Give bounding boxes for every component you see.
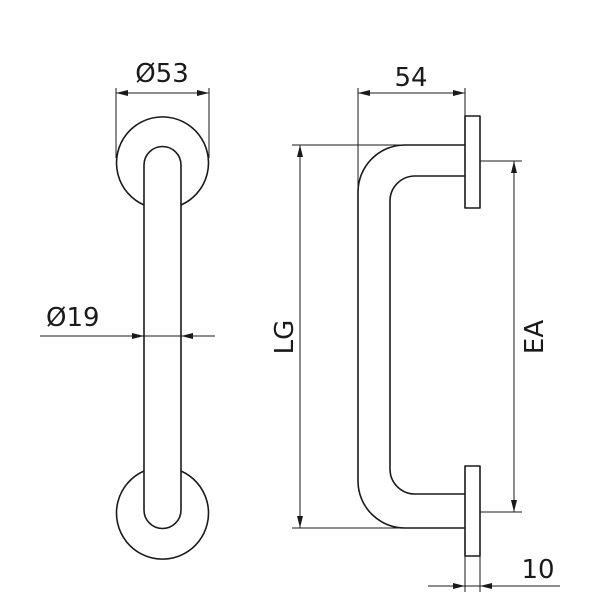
bar-outline (143, 145, 182, 530)
centre-distance-label: EA (520, 320, 550, 354)
bar-diameter-dimension: Ø19 (40, 303, 215, 339)
u-bar-inner-outline (389, 175, 465, 495)
bar-diameter-label: Ø19 (46, 303, 100, 333)
top-mounting-plate (464, 115, 481, 209)
front-view (115, 116, 210, 560)
rosette-diameter-dimension: Ø53 (115, 59, 210, 158)
rosette-thickness-label: 10 (521, 555, 554, 585)
rosette-diameter-label: Ø53 (135, 59, 189, 89)
side-view (357, 115, 481, 557)
top-rosette (115, 116, 210, 206)
projection-dimension: 54 (357, 63, 466, 190)
centre-distance-dimension: EA (480, 160, 550, 513)
rosette-thickness-dimension: 10 (428, 555, 560, 592)
bottom-rosette (115, 470, 210, 560)
overall-length-dimension: LG (270, 144, 405, 529)
bottom-mounting-plate (464, 465, 481, 557)
overall-length-label: LG (270, 320, 300, 355)
u-bar-outline (357, 144, 465, 529)
projection-label: 54 (394, 63, 427, 93)
